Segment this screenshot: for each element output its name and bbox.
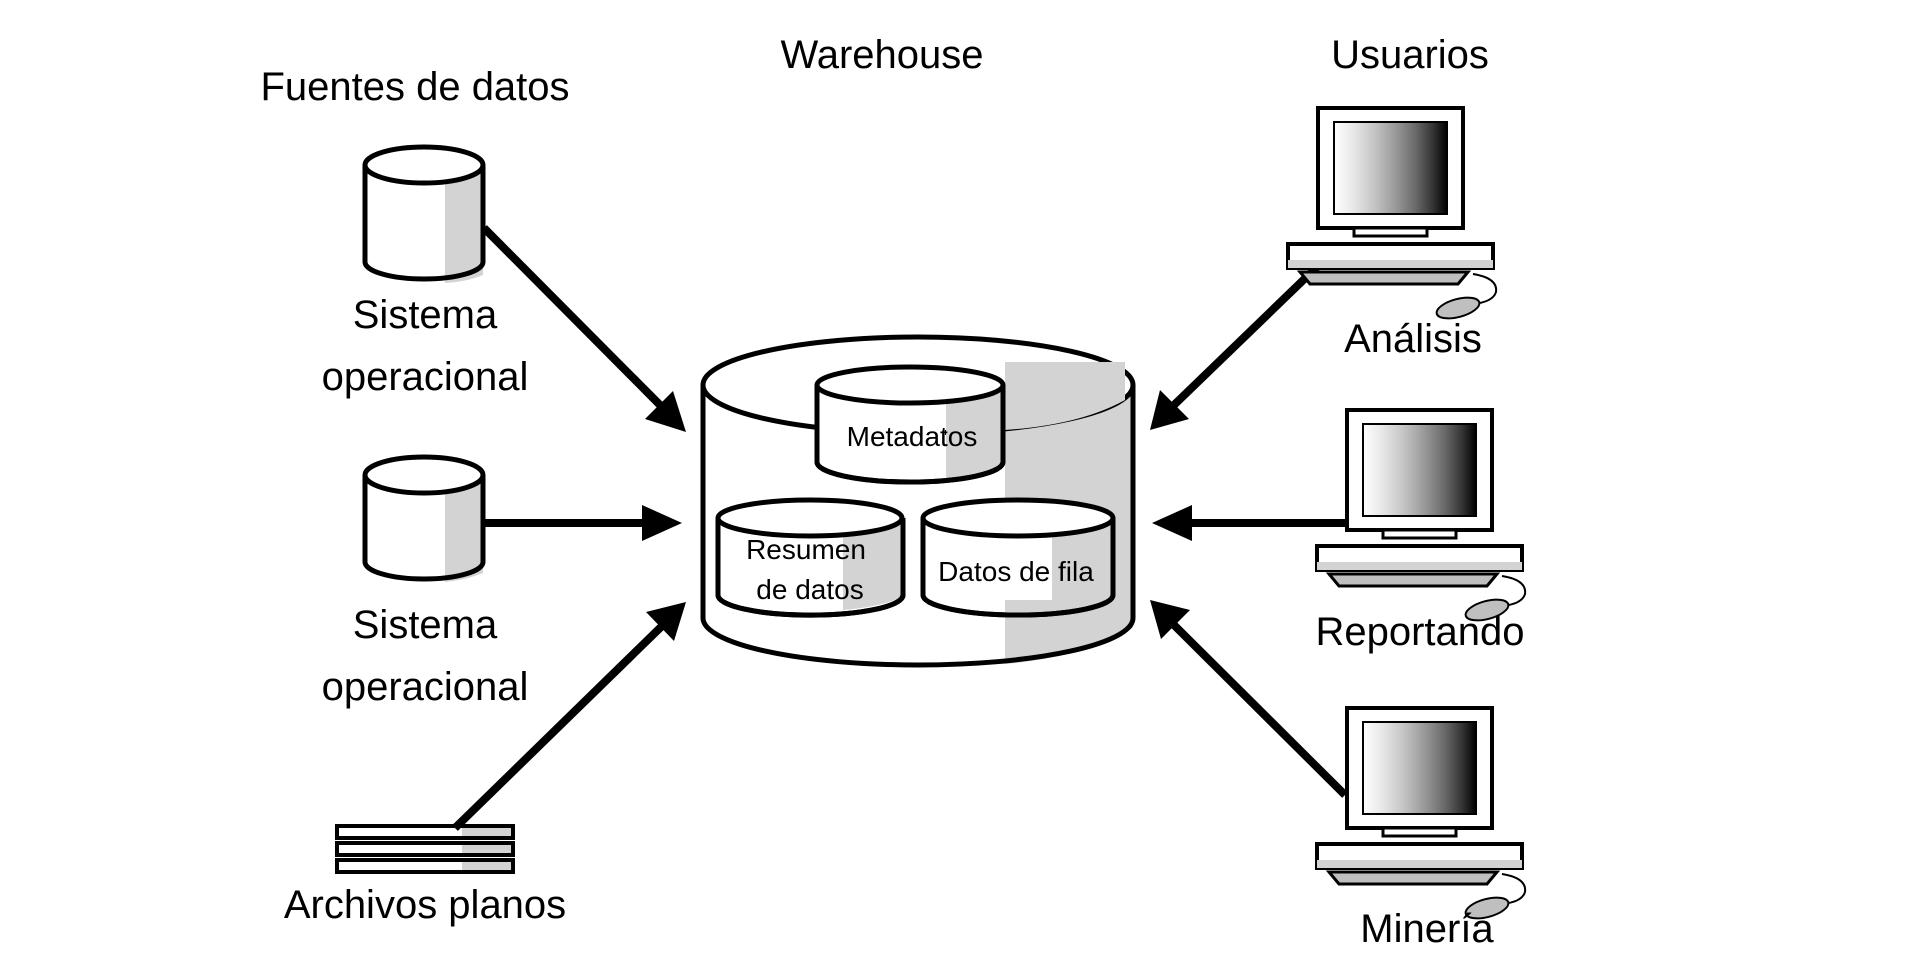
arrow-mining [1170,621,1348,798]
source-arrows [452,225,686,831]
sources-heading: Fuentes de datos [260,65,569,109]
arrow-source-2-head [642,505,682,541]
arrow-reporting-head [1152,505,1192,541]
warehouse-heading: Warehouse [780,33,983,77]
warehouse-cylinder-icon [700,334,1136,668]
analysis-label: Análisis [1344,317,1482,361]
raw-data-database-icon [920,497,1116,618]
arrow-analysis [1171,259,1325,408]
operational-system-1-label-line1: Sistema [353,293,498,337]
flat-files-label: Archivos planos [284,883,566,927]
mining-label: Minería [1360,907,1494,951]
arrow-source-1-head [645,391,686,432]
operational-system-2-database-icon [362,454,486,582]
summary-data-label-line2: de datos [756,574,863,605]
arrow-source-3 [452,623,665,831]
operational-system-1-label-line2: operacional [322,355,529,399]
metadata-database-icon [814,364,1006,485]
summary-data-label-line1: Resumen [746,534,866,565]
reporting-computer-icon [1315,408,1527,622]
summary-data-database-icon [715,497,906,618]
operational-system-1-database-icon [362,144,486,283]
raw-data-label: Datos de fila [938,556,1094,587]
mining-computer-icon [1315,706,1527,920]
arrow-source-3-head [646,602,686,641]
operational-system-2-label-line1: Sistema [353,603,498,647]
metadata-label: Metadatos [847,421,978,452]
operational-system-2-label-line2: operacional [322,665,529,709]
reporting-label: Reportando [1315,610,1524,654]
arrow-source-1 [481,225,663,408]
analysis-computer-icon [1286,106,1498,320]
users-heading: Usuarios [1331,33,1489,77]
arrow-analysis-head [1150,390,1189,430]
user-arrows [1150,259,1348,798]
arrow-mining-head [1150,600,1190,639]
flat-files-icon [335,824,515,874]
